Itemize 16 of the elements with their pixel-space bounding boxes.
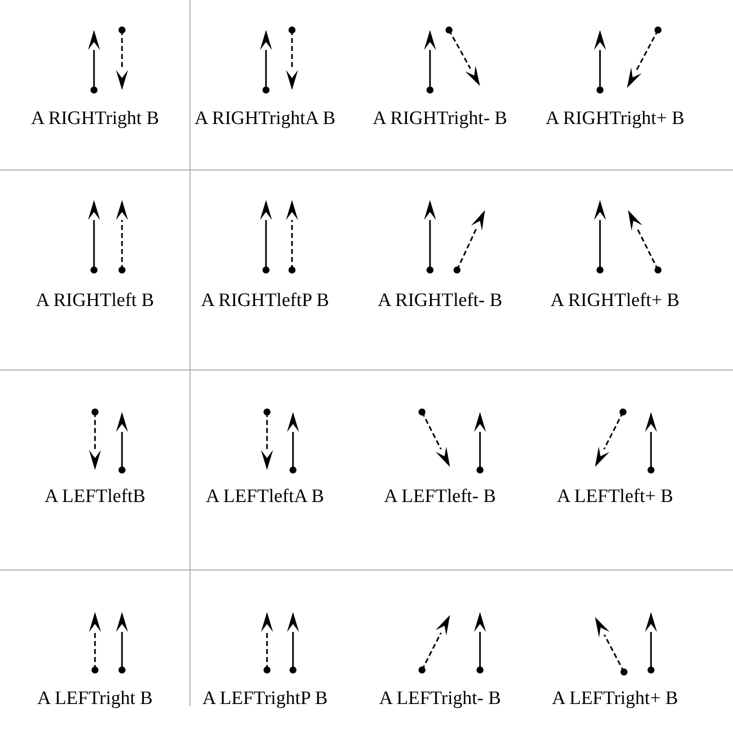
arrow-caption: A LEFTleftA B — [206, 486, 324, 508]
arrow-caption: A LEFTright B — [37, 688, 153, 710]
arrow-caption: A LEFTright- B — [379, 688, 501, 710]
arrow-caption: A LEFTright+ B — [552, 688, 678, 710]
arrow-caption: A RIGHTleft- B — [378, 290, 502, 312]
arrow-caption: A RIGHTrightA B — [194, 108, 336, 130]
arrow-caption: A RIGHTright- B — [372, 108, 508, 130]
arrow-caption: A RIGHTleftP B — [200, 290, 330, 312]
arrow-caption: A RIGHTright B — [30, 108, 160, 130]
arrow-caption: A RIGHTleft B — [36, 290, 154, 312]
arrow-caption: A LEFTleftB — [44, 486, 146, 508]
arrow-caption: A RIGHTleft+ B — [550, 290, 680, 312]
arrow-caption: A LEFTleft- B — [384, 486, 496, 508]
arrow-caption: A LEFTleft+ B — [556, 486, 674, 508]
arrow-caption: A LEFTrightP B — [202, 688, 328, 710]
arrow-caption: A RIGHTright+ B — [546, 108, 684, 130]
